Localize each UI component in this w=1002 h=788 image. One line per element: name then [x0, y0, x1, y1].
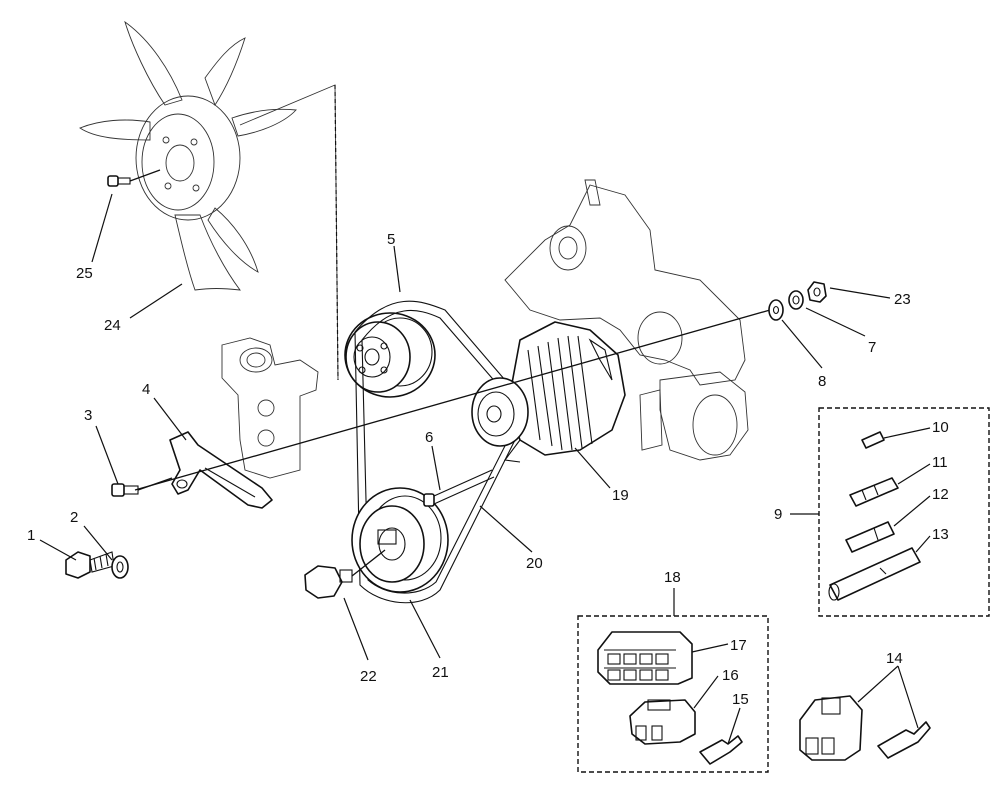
callout-10: 10	[932, 419, 949, 436]
callout-12: 12	[932, 486, 949, 503]
callout-14: 14	[886, 650, 903, 667]
callout-9: 9	[774, 506, 782, 523]
callout-4: 4	[142, 381, 150, 398]
washer	[111, 555, 129, 579]
callout-24: 24	[104, 317, 121, 334]
lock-washer	[788, 290, 804, 310]
fan-bolt	[107, 169, 161, 187]
terminal-pin-14	[877, 721, 931, 759]
connector-14	[799, 695, 863, 761]
callout-18: 18	[664, 569, 681, 586]
callout-15: 15	[732, 691, 749, 708]
callout-6: 6	[425, 429, 433, 446]
callout-7: 7	[868, 339, 876, 356]
water-pump-pulley	[344, 312, 436, 398]
connector-housing-small	[629, 699, 696, 745]
callout-19: 19	[612, 487, 629, 504]
callout-23: 23	[894, 291, 911, 308]
callout-11: 11	[932, 454, 948, 471]
leader-lines	[39, 193, 931, 745]
hex-nut	[807, 281, 827, 303]
bracket-bolt	[111, 477, 173, 497]
callout-1: 1	[27, 527, 35, 544]
callout-8: 8	[818, 373, 826, 390]
adjust-bolt	[65, 551, 115, 579]
connector-housing-large	[597, 631, 693, 685]
flat-washer	[768, 299, 784, 321]
callout-labels: 1 2 3 4 5 6 7 8 9 10 11 12 13 14 15 16 1…	[27, 231, 949, 708]
callout-16: 16	[722, 667, 739, 684]
terminal-pin-15	[699, 735, 743, 765]
callout-5: 5	[387, 231, 395, 248]
engine-block	[504, 179, 749, 461]
callout-25: 25	[76, 265, 93, 282]
callout-22: 22	[360, 668, 377, 685]
long-bolt	[423, 469, 495, 507]
callout-13: 13	[932, 526, 949, 543]
callout-20: 20	[526, 555, 543, 572]
alternator	[471, 321, 626, 463]
crank-bolt	[304, 549, 386, 599]
callout-3: 3	[84, 407, 92, 424]
water-pump-housing	[221, 337, 319, 479]
kit-box-18	[577, 615, 769, 773]
alternator-bracket	[169, 431, 273, 509]
callout-21: 21	[432, 664, 449, 681]
insulating-tube	[828, 547, 921, 601]
callout-17: 17	[730, 637, 747, 654]
callout-2: 2	[70, 509, 78, 526]
terminal-connector-a	[849, 477, 899, 507]
terminal-sleeve	[861, 431, 885, 449]
crankshaft-pulley	[351, 487, 449, 593]
kit-box-9	[818, 407, 990, 617]
fan-assembly	[79, 20, 339, 381]
terminal-connector-b	[845, 521, 895, 553]
assembly-axis	[134, 309, 771, 491]
